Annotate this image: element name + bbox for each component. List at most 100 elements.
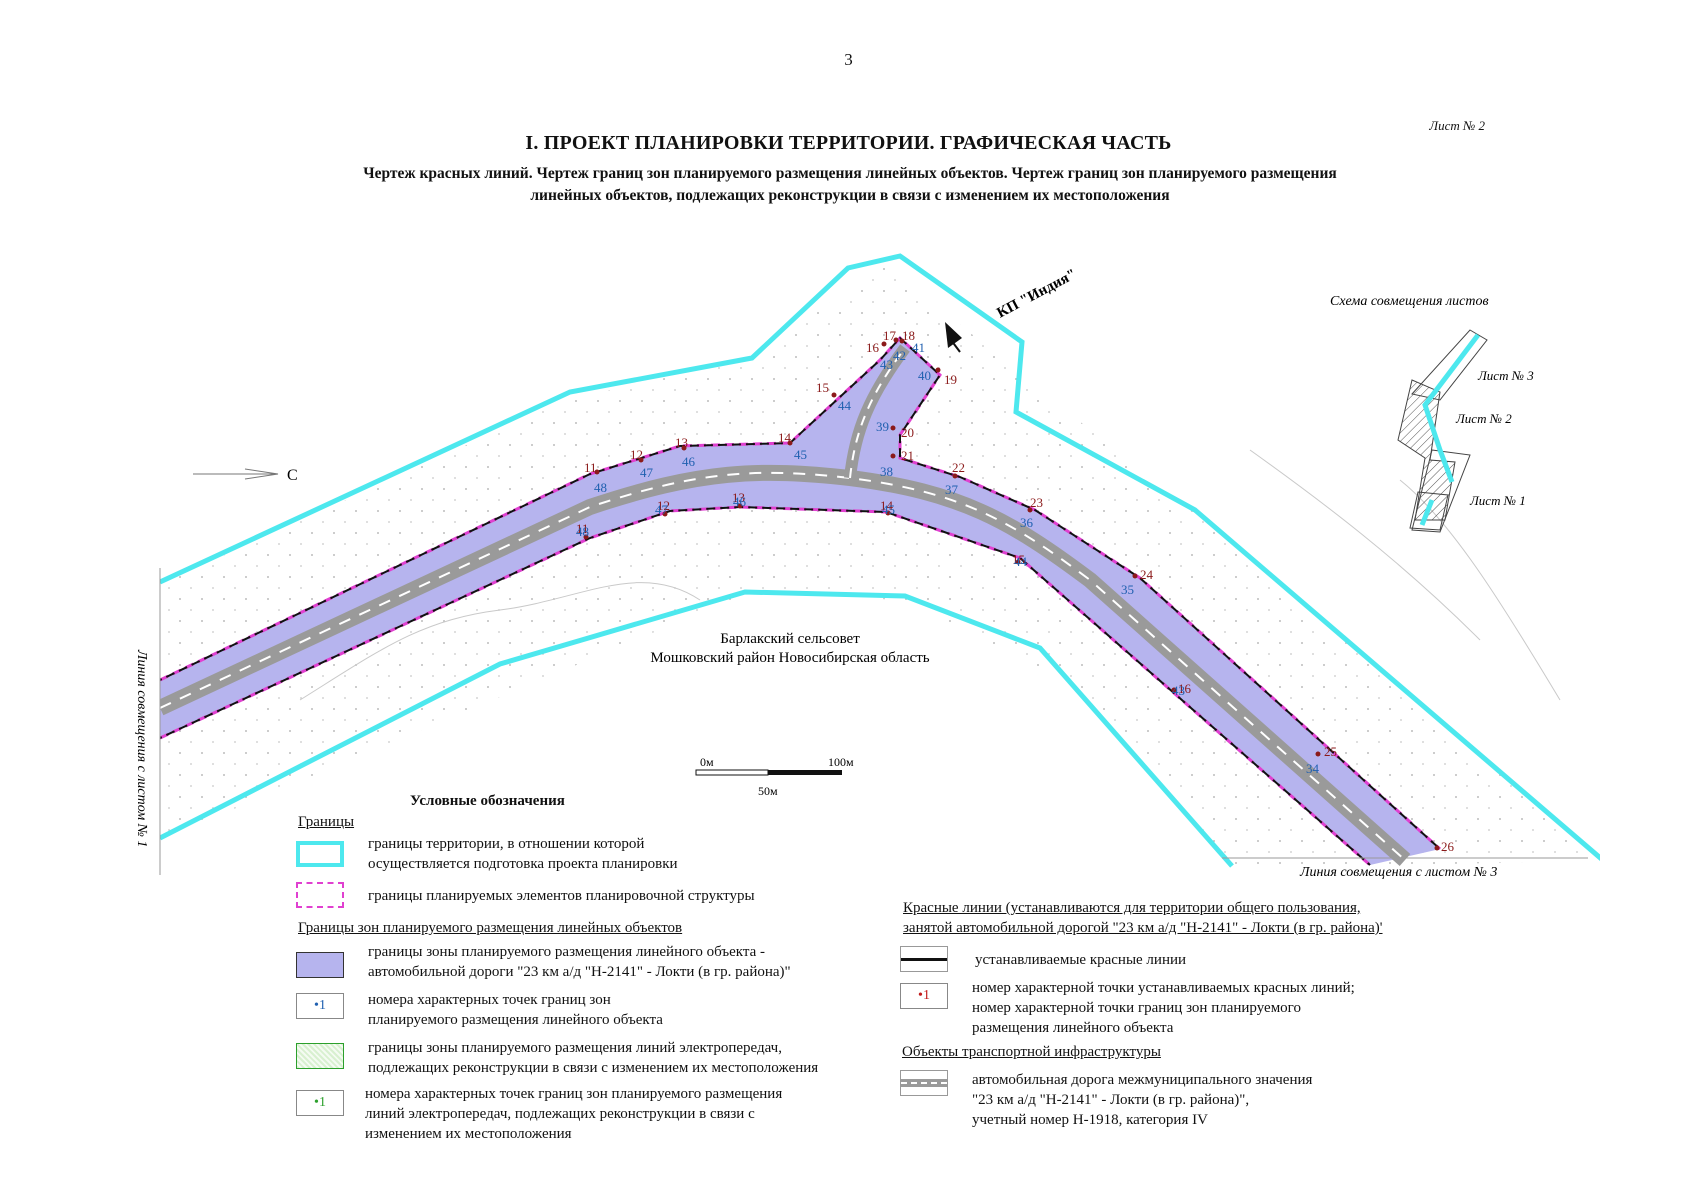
sheet-layout-inset: Схема совмещения листов Лист № 3 Лист № … (1330, 294, 1534, 533)
blue-point-label: 47 (655, 502, 669, 517)
territory-boundary-swatch (296, 841, 344, 867)
legend-text-line: Красные линии (устанавливаются для терри… (903, 900, 1361, 916)
subtitle-line-2: линейных объектов, подлежащих реконструк… (530, 187, 1170, 204)
blue-point-label: 42 (893, 348, 906, 363)
red-point-label: 14 (880, 498, 894, 513)
legend-text-line: автомобильной дороги "23 км а/д "Н-2141"… (368, 964, 791, 980)
blue-point-label: 47 (640, 465, 654, 480)
legend-item-red-points: номер характерной точки устанавливаемых … (972, 978, 1355, 1038)
red-point-label: 24 (1140, 567, 1154, 582)
red-point-label: 18 (902, 328, 915, 343)
structure-boundary-lower (160, 505, 1371, 867)
legend-heading: Условные обозначения (410, 793, 565, 809)
red-point-markers (583, 337, 1440, 851)
legend-group-red-lines: Красные линии (устанавливаются для терри… (903, 898, 1383, 938)
legend-text-line: номера характерных точек границ зон план… (365, 1086, 783, 1102)
road-swatch (900, 1070, 948, 1096)
blue-point-label: 41 (912, 340, 925, 355)
red-point-swatch: •1 (900, 983, 948, 1009)
blue-point-label: 35 (1121, 582, 1134, 597)
blue-point-label: 46 (682, 454, 696, 469)
scale-left-label: 0м (700, 755, 714, 769)
red-point-label: 26 (1441, 839, 1455, 854)
territory-boundary-upper (160, 253, 1600, 862)
red-point-label: 11 (576, 521, 589, 536)
page-title: I. ПРОЕКТ ПЛАНИРОВКИ ТЕРРИТОРИИ. ГРАФИЧЕ… (525, 132, 1172, 154)
legend-text-line: осуществляется подготовка проекта планир… (368, 856, 678, 872)
legend-text-line: номер характерной точки границ зон плани… (972, 1000, 1301, 1016)
red-point-label: 13 (675, 435, 688, 450)
red-point-label: 15 (1012, 552, 1025, 567)
contour-lines (299, 449, 1561, 701)
legend-text-line: подлежащих реконструкции в связи с измен… (368, 1060, 819, 1076)
territory-boundary-lower (160, 589, 1234, 868)
legend-text-line: размещения линейного объекта (972, 1020, 1174, 1036)
blue-point-label: 38 (880, 464, 893, 479)
red-point-labels: 11 12 13 14 15 16 17 18 19 20 21 22 23 2… (576, 328, 1455, 854)
legend-text-line: границы зоны планируемого размещения лин… (368, 1040, 782, 1056)
blue-point-label: 34 (1306, 761, 1320, 776)
green-point-swatch: •1 (296, 1090, 344, 1116)
legend-text-line: изменением их местоположения (365, 1126, 572, 1142)
blue-point-labels: 48 47 46 45 44 43 42 41 40 39 38 37 36 3… (576, 340, 1320, 776)
blue-point-label: 44 (838, 398, 852, 413)
red-point-label: 16 (866, 340, 880, 355)
planned-zone-swatch (296, 952, 344, 978)
page-subtitle: Чертеж красных линий. Чертеж границ зон … (270, 163, 1430, 207)
compass-pointer-icon (193, 468, 279, 480)
red-point-label: 20 (901, 425, 914, 440)
red-point-label: 25 (1324, 744, 1337, 759)
legend-item-structure: границы планируемых элементов планировоч… (368, 888, 755, 904)
subtitle-line-1: Чертеж красных линий. Чертеж границ зон … (363, 165, 1337, 182)
north-arrow-icon (945, 322, 962, 353)
inset-sheet-3: Лист № 3 (1477, 368, 1534, 383)
legend-group-boundaries: Границы (298, 814, 355, 830)
inset-sheet-1: Лист № 1 (1469, 493, 1526, 508)
red-point-label: 21 (901, 448, 914, 463)
legend-text-line: границы территории, в отношении которой (368, 836, 645, 852)
sheet-label: Лист № 2 (1429, 118, 1485, 133)
blue-point-label: 48 (576, 524, 589, 539)
area-label-line-1: Барлакский сельсовет (720, 631, 860, 647)
legend-item-road: автомобильная дорога межмуниципального з… (972, 1070, 1312, 1130)
red-point-label: 11 (584, 460, 597, 475)
road-swatch-centerline (901, 1082, 947, 1084)
inset-title: Схема совмещения листов (1330, 294, 1489, 309)
legend-text-line: автомобильная дорога межмуниципального з… (972, 1072, 1313, 1088)
blue-point-label: 37 (945, 482, 959, 497)
scale-bar: 0м 100м 50м (695, 755, 854, 798)
blue-point-label: 44 (1014, 554, 1028, 569)
blue-point-label: 45 (794, 447, 807, 462)
legend-item-zone: границы зоны планируемого размещения лин… (368, 942, 791, 982)
red-line-swatch-stroke (901, 957, 947, 961)
legend-text-line: "23 км а/д "Н-2141" - Локти (в гр. район… (972, 1092, 1250, 1108)
blue-point-swatch: •1 (296, 993, 344, 1019)
legend-text-line: номер характерной точки устанавливаемых … (972, 980, 1355, 996)
blue-point-label: 45 (882, 502, 895, 517)
legend-item-territory: границы территории, в отношении которой … (368, 834, 678, 874)
blue-point-label: 48 (594, 480, 607, 495)
structure-boundary-swatch (296, 882, 344, 908)
red-point-label: 16 (1178, 681, 1192, 696)
red-line-upper (160, 336, 1441, 850)
road-swatch-body (901, 1079, 947, 1087)
red-point-label: 12 (657, 498, 670, 513)
left-match-line-label: Линия совмещения с листом № 1 (134, 649, 149, 847)
legend-item-red-lines: устанавливаемые красные линии (975, 952, 1187, 968)
red-point-label: 23 (1030, 495, 1043, 510)
legend-text-line: границы зоны планируемого размещения лин… (368, 944, 766, 960)
legend-text-line: линий электропередач, подлежащих реконст… (365, 1106, 755, 1122)
map-body (160, 253, 1600, 870)
legend-text-line: номера характерных точек границ зон (368, 992, 611, 1008)
red-line-swatch (900, 946, 948, 972)
north-label: С (287, 467, 298, 484)
area-label-line-2: Мошковский район Новосибирская область (650, 650, 929, 666)
red-point-label: 12 (630, 447, 643, 462)
topography-background (160, 262, 1600, 870)
blue-point-label: 40 (918, 368, 931, 383)
red-point-label: 13 (732, 490, 745, 505)
legend-group-zones: Границы зон планируемого размещения лине… (298, 920, 683, 936)
blue-point-label: 43 (1172, 683, 1185, 698)
power-line-zone-swatch (296, 1043, 344, 1069)
